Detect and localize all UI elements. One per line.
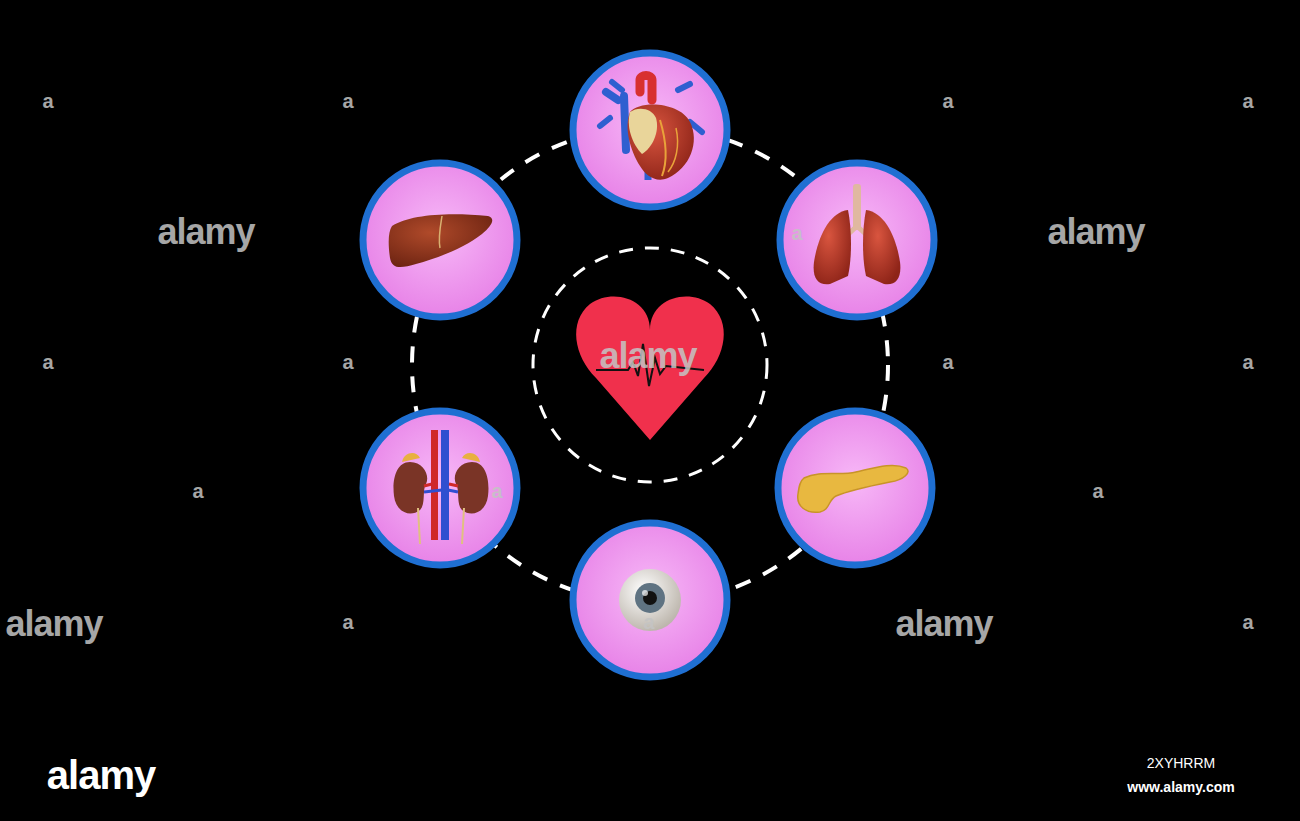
- watermark-letter: a: [342, 612, 353, 632]
- health-heart: [576, 296, 724, 440]
- watermark-letter: a: [342, 91, 353, 111]
- watermark-letter: a: [942, 91, 953, 111]
- watermark-letter: a: [42, 91, 53, 111]
- lungs-circle: [780, 163, 934, 317]
- liver-circle: [363, 163, 517, 317]
- stock-logo: alamy: [47, 755, 155, 795]
- watermark-letter: a: [643, 612, 654, 632]
- kidneys-circle: [363, 411, 517, 565]
- organ-circles: [363, 53, 934, 677]
- pancreas-circle: [778, 411, 932, 565]
- watermark-word: alamy: [895, 606, 992, 642]
- website-url: www.alamy.com: [1127, 780, 1234, 794]
- watermark-letter: a: [491, 481, 502, 501]
- heart-circle: [573, 53, 727, 207]
- watermark-word: alamy: [599, 338, 696, 374]
- watermark-letter: a: [791, 223, 802, 243]
- eyeball: [619, 569, 681, 631]
- eye-circle: [573, 523, 727, 677]
- watermark-letter: a: [342, 352, 353, 372]
- image-id: 2XYHRRM: [1147, 756, 1215, 770]
- pancreas: [798, 465, 908, 512]
- inner-dashed-ring: [533, 248, 767, 482]
- lungs: [814, 184, 901, 284]
- kidneys: [394, 430, 489, 544]
- watermark-letter: a: [1242, 91, 1253, 111]
- watermark-letter: a: [192, 481, 203, 501]
- watermark-letter: a: [1242, 612, 1253, 632]
- watermark-letter: a: [42, 352, 53, 372]
- watermark-letter: a: [942, 352, 953, 372]
- watermark-letter: a: [1242, 352, 1253, 372]
- watermark-letter: a: [1092, 481, 1103, 501]
- anatomical-heart: [600, 76, 702, 181]
- watermark-word: alamy: [5, 606, 102, 642]
- watermark-word: alamy: [1047, 214, 1144, 250]
- watermark-word: alamy: [157, 214, 254, 250]
- liver: [389, 214, 493, 267]
